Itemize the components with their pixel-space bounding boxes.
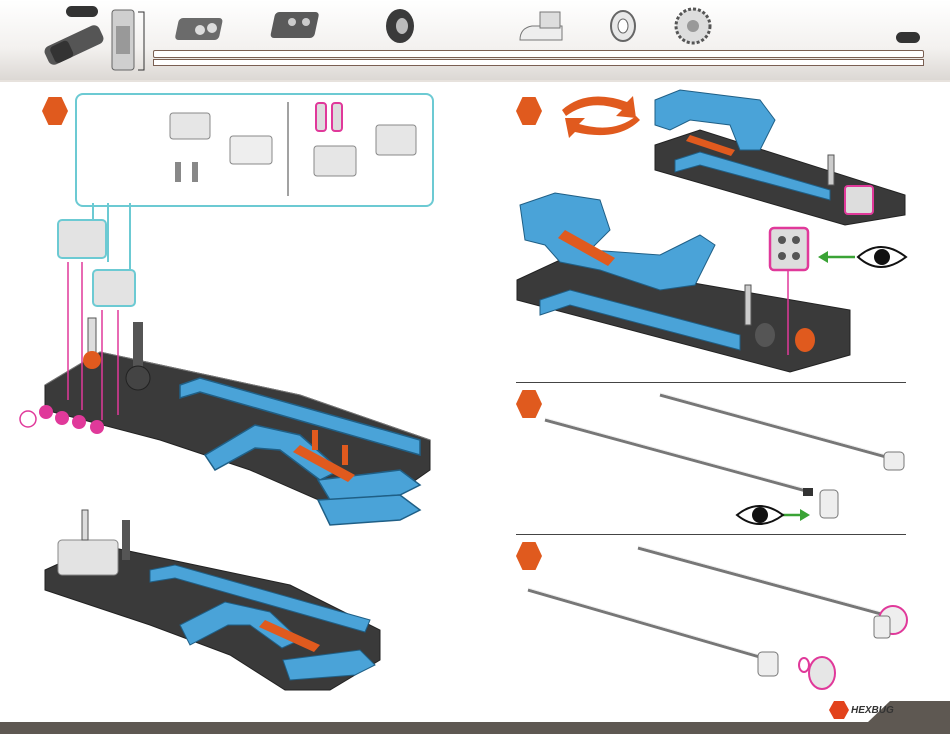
axle-long-top — [660, 393, 904, 470]
page-footer — [0, 722, 950, 734]
axle-gear-top — [638, 546, 907, 638]
logo-text: HEXBUG — [851, 705, 894, 716]
axle-gear-bottom — [528, 588, 835, 689]
eye-icon — [858, 247, 906, 267]
view-arrow — [782, 509, 810, 521]
section-divider — [516, 534, 906, 535]
square-hub-part — [270, 12, 320, 38]
rotate-arrows-icon — [562, 96, 640, 138]
angled-connector-part — [520, 12, 562, 40]
brand-logo: HEXBUG — [829, 701, 894, 719]
rotated-assembly-small — [655, 90, 905, 225]
double-pin-part — [112, 10, 144, 70]
axle-connector-part — [43, 23, 106, 66]
slotted-block-part — [174, 18, 223, 40]
eye-icon — [737, 506, 783, 524]
section-divider — [516, 382, 906, 383]
detail-callout — [75, 93, 434, 207]
rotated-assembly-large — [517, 193, 850, 372]
hex-logo-icon — [829, 701, 849, 719]
washer-part — [611, 11, 635, 41]
bevel-gear-part — [676, 9, 710, 43]
view-arrow — [818, 251, 855, 263]
completed-assembly-preview — [45, 510, 380, 690]
round-spacer-part — [386, 9, 414, 43]
